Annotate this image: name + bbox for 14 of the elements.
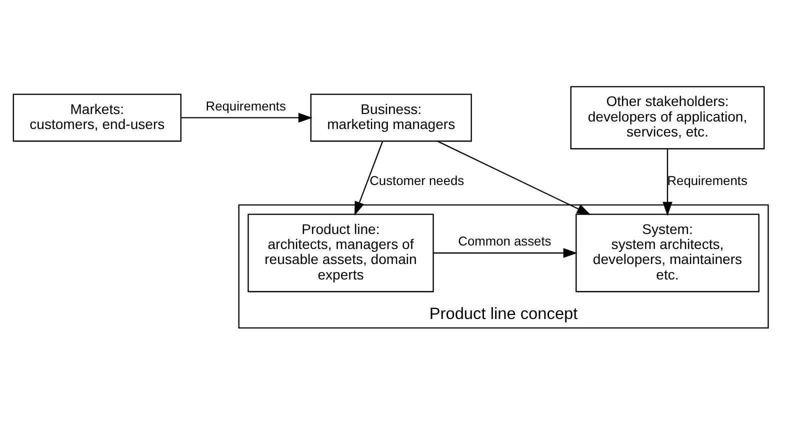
arrow bbox=[434, 248, 578, 258]
node-box: Business: marketing managers bbox=[310, 94, 472, 142]
node-box: Other stakeholders: developers of application, services, etc. bbox=[570, 86, 765, 150]
edge-label: Requirements bbox=[206, 98, 286, 114]
edge-label: Requirements bbox=[667, 172, 748, 188]
edge-label: Common assets bbox=[458, 234, 552, 249]
arrow bbox=[181, 112, 312, 123]
node-box: System: system architects, developers, maintainers etc. bbox=[576, 214, 760, 292]
arrow bbox=[437, 140, 591, 215]
edge-label: Customer needs bbox=[370, 172, 464, 188]
node-box: Markets: customers, end-users bbox=[12, 94, 182, 142]
node-box: Product line: architects, managers of reusable assets, domain experts bbox=[248, 214, 434, 292]
arrow bbox=[662, 149, 672, 216]
arrow bbox=[354, 141, 384, 216]
